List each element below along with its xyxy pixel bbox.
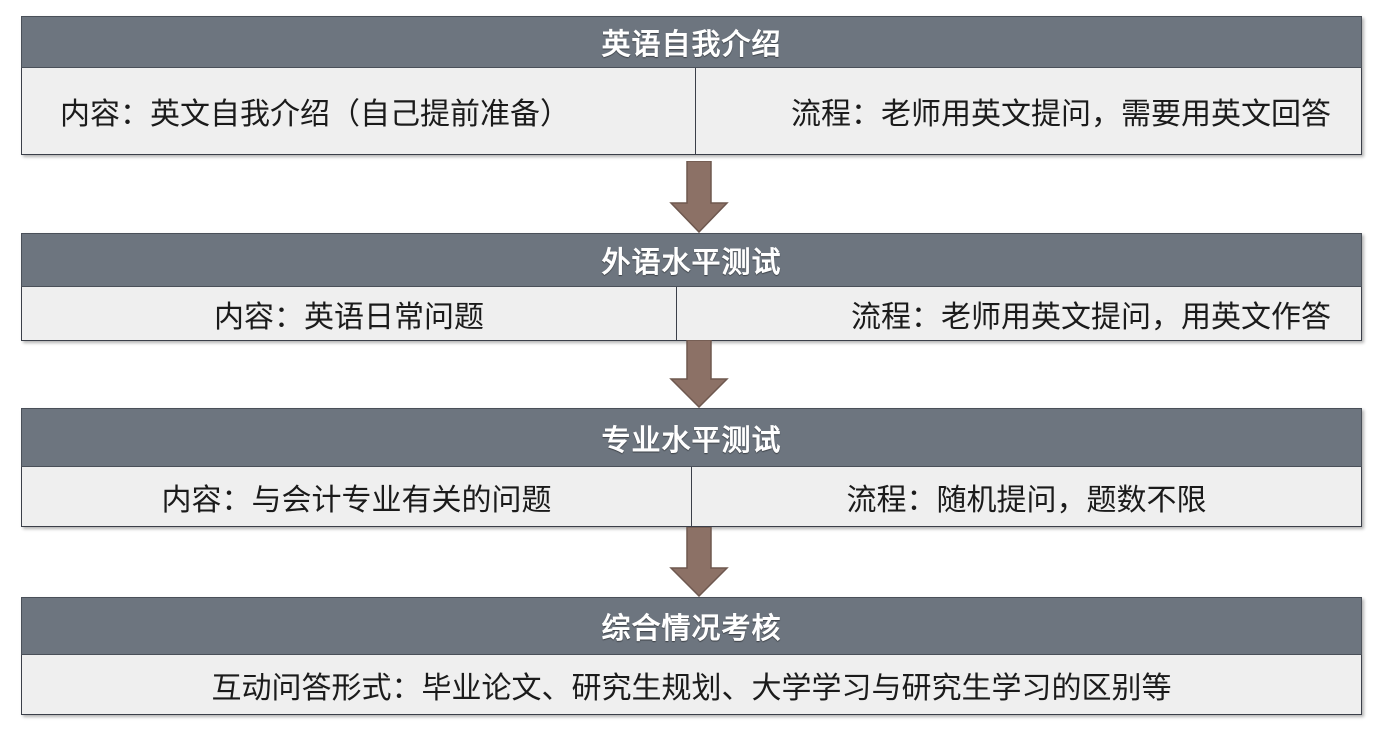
stage-english-self-introduction: 英语自我介绍 内容：英文自我介绍（自己提前准备） 流程：老师用英文提问，需要用英… xyxy=(21,16,1362,155)
stage-title-header: 外语水平测试 xyxy=(21,233,1362,287)
stage-cell-text: 内容：英文自我介绍（自己提前准备） xyxy=(60,98,570,131)
arrow-stage2-to-stage3 xyxy=(669,340,729,408)
stage-title-header: 综合情况考核 xyxy=(21,597,1362,655)
stage-title-header: 专业水平测试 xyxy=(21,408,1362,467)
stage-cell-text: 内容：与会计专业有关的问题 xyxy=(161,483,552,517)
down-arrow-icon xyxy=(669,340,729,408)
stage-cell-text: 互动问答形式：毕业论文、研究生规划、大学学习与研究生学习的区别等 xyxy=(211,671,1172,705)
stage-professional-level-test: 专业水平测试 内容：与会计专业有关的问题 流程：随机提问，题数不限 xyxy=(21,408,1362,527)
stage-cell-text: 内容：英语日常问题 xyxy=(214,300,484,334)
arrow-stage3-to-stage4 xyxy=(669,527,729,597)
stage-body: 内容：英文自我介绍（自己提前准备） 流程：老师用英文提问，需要用英文回答 xyxy=(21,68,1362,155)
stage-cell-text: 流程：老师用英文提问，用英文作答 xyxy=(851,300,1331,334)
stage-cell-process: 流程：老师用英文提问，需要用英文回答 xyxy=(696,68,1361,154)
down-arrow-icon xyxy=(669,161,729,233)
stage-title-text: 专业水平测试 xyxy=(601,424,782,457)
stage-title-text: 英语自我介绍 xyxy=(601,29,782,61)
stage-body: 内容：与会计专业有关的问题 流程：随机提问，题数不限 xyxy=(21,467,1362,527)
stage-body: 内容：英语日常问题 流程：老师用英文提问，用英文作答 xyxy=(21,287,1362,341)
stage-title-text: 综合情况考核 xyxy=(601,613,782,645)
stage-title-text: 外语水平测试 xyxy=(601,247,782,279)
down-arrow-icon xyxy=(669,527,729,597)
stage-cell-content: 内容：英文自我介绍（自己提前准备） xyxy=(22,68,696,154)
stage-foreign-language-level-test: 外语水平测试 内容：英语日常问题 流程：老师用英文提问，用英文作答 xyxy=(21,233,1362,341)
stage-comprehensive-assessment: 综合情况考核 互动问答形式：毕业论文、研究生规划、大学学习与研究生学习的区别等 xyxy=(21,597,1362,715)
stage-cell-process: 流程：随机提问，题数不限 xyxy=(692,467,1361,526)
stage-cell-content: 内容：英语日常问题 xyxy=(22,287,677,340)
stage-cell-process: 流程：老师用英文提问，用英文作答 xyxy=(677,287,1361,340)
stage-cell-text: 流程：随机提问，题数不限 xyxy=(846,483,1207,517)
stage-cell-content: 内容：与会计专业有关的问题 xyxy=(22,467,692,526)
stage-title-header: 英语自我介绍 xyxy=(21,16,1362,68)
stage-body: 互动问答形式：毕业论文、研究生规划、大学学习与研究生学习的区别等 xyxy=(21,655,1362,715)
stage-cell-content: 互动问答形式：毕业论文、研究生规划、大学学习与研究生学习的区别等 xyxy=(22,655,1361,714)
stage-cell-text: 流程：老师用英文提问，需要用英文回答 xyxy=(791,98,1331,131)
arrow-stage1-to-stage2 xyxy=(669,161,729,233)
